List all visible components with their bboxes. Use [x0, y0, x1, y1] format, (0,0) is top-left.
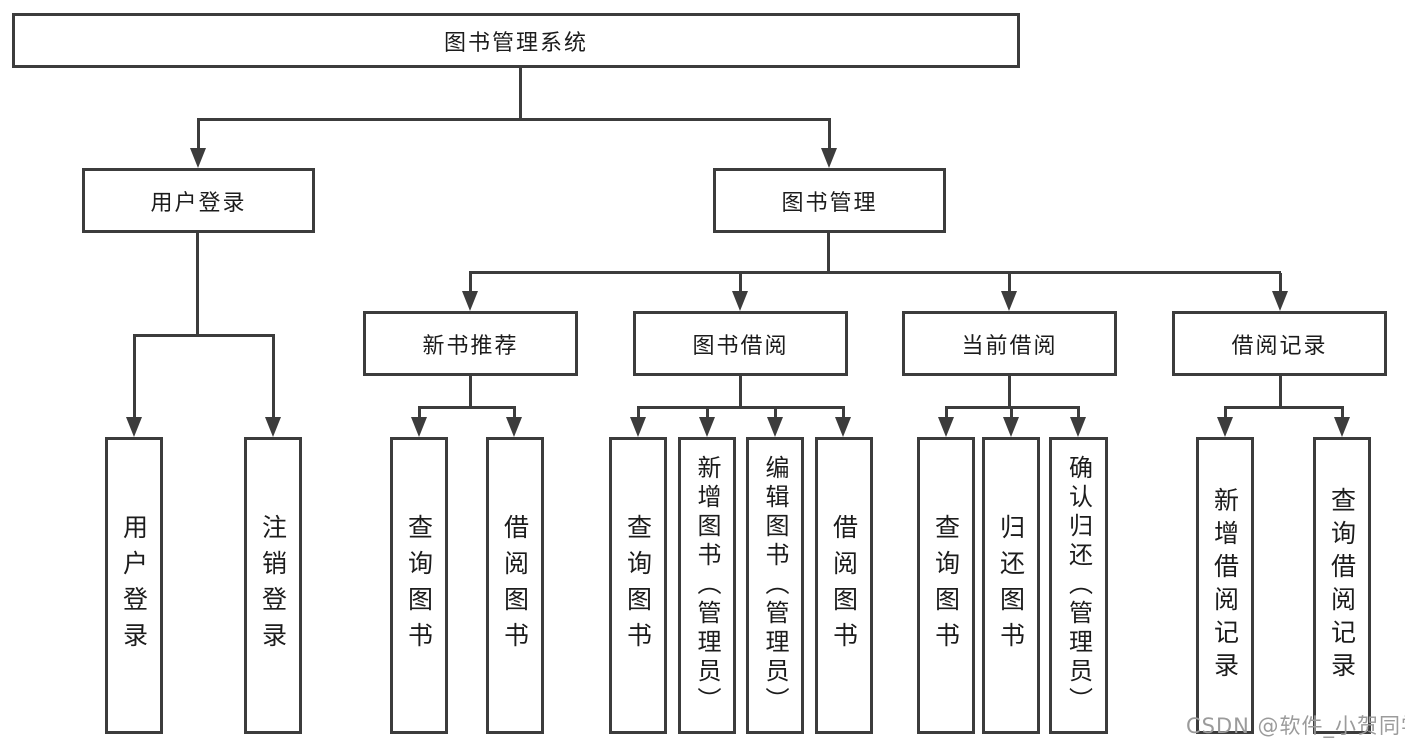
arrow-down-icon [1070, 417, 1086, 437]
connector-line [272, 337, 275, 417]
connector-line [197, 118, 831, 121]
node-book-borrow: 图书借阅 [633, 311, 848, 376]
node-label: 归还图书 [996, 513, 1026, 658]
connector-line [133, 337, 136, 417]
connector-line [1224, 406, 1344, 409]
arrow-down-icon [699, 417, 715, 437]
leaf-query-books-current: 查询图书 [917, 437, 975, 734]
node-label: 借阅图书 [829, 513, 859, 658]
node-user-login: 用户登录 [82, 168, 315, 233]
connector-line [1010, 409, 1013, 417]
node-label: 新增图书（管理员） [693, 455, 721, 716]
connector-line [469, 271, 1281, 274]
leaf-confirm-return-admin: 确认归还（管理员） [1049, 437, 1108, 734]
leaf-add-book-admin: 新增图书（管理员） [678, 437, 736, 734]
connector-line [1279, 376, 1282, 408]
arrow-down-icon [411, 417, 427, 437]
node-label: 注销登录 [258, 513, 288, 658]
arrow-down-icon [1001, 291, 1017, 311]
node-label: 查询图书 [931, 513, 961, 658]
leaf-user-login: 用户登录 [105, 437, 163, 734]
connector-line [519, 66, 522, 120]
connector-line [637, 409, 640, 417]
connector-line [1077, 409, 1080, 417]
node-label: 当前借阅 [961, 333, 1058, 359]
connector-line [945, 409, 948, 417]
arrow-down-icon [126, 417, 142, 437]
connector-line [469, 273, 472, 291]
arrow-down-icon [938, 417, 954, 437]
connector-line [418, 409, 421, 417]
node-borrow-records: 借阅记录 [1172, 311, 1387, 376]
connector-line [828, 120, 831, 150]
arrow-down-icon [190, 148, 206, 168]
arrow-down-icon [835, 417, 851, 437]
node-label: 编辑图书（管理员） [761, 455, 789, 716]
watermark: CSDN @软件_小贺同学 [1186, 714, 1405, 738]
leaf-logout: 注销登录 [244, 437, 302, 734]
leaf-add-borrow-record: 新增借阅记录 [1196, 437, 1254, 734]
leaf-borrow-books-recommend: 借阅图书 [486, 437, 544, 734]
node-label: 查询图书 [623, 513, 653, 658]
arrow-down-icon [265, 417, 281, 437]
connector-line [739, 273, 742, 291]
leaf-query-books-borrow: 查询图书 [609, 437, 667, 734]
connector-line [1008, 376, 1011, 408]
connector-line [637, 406, 845, 409]
arrow-down-icon [462, 291, 478, 311]
connector-line [706, 409, 709, 417]
arrow-down-icon [506, 417, 522, 437]
connector-line [1224, 409, 1227, 417]
node-label: 图书管理系统 [443, 30, 588, 56]
node-library-system: 图书管理系统 [12, 13, 1020, 68]
node-label: 查询借阅记录 [1327, 486, 1357, 685]
connector-line [827, 233, 830, 273]
arrow-down-icon [767, 417, 783, 437]
node-label: 借阅记录 [1231, 333, 1328, 359]
node-label: 新增借阅记录 [1210, 486, 1240, 685]
node-label: 图书借阅 [692, 333, 789, 359]
arrow-down-icon [821, 148, 837, 168]
connector-line [469, 376, 472, 408]
arrow-down-icon [732, 291, 748, 311]
node-label: 查询图书 [404, 513, 434, 658]
node-label: 新书推荐 [422, 333, 519, 359]
leaf-query-borrow-record: 查询借阅记录 [1313, 437, 1371, 734]
connector-line [197, 120, 200, 150]
leaf-borrow-books: 借阅图书 [815, 437, 873, 734]
leaf-edit-book-admin: 编辑图书（管理员） [746, 437, 804, 734]
node-label: 用户登录 [119, 513, 149, 658]
arrow-down-icon [630, 417, 646, 437]
arrow-down-icon [1217, 417, 1233, 437]
arrow-down-icon [1334, 417, 1350, 437]
arrow-down-icon [1272, 291, 1288, 311]
connector-line [1008, 273, 1011, 291]
node-new-book-recommend: 新书推荐 [363, 311, 578, 376]
arrow-down-icon [1003, 417, 1019, 437]
connector-line [513, 409, 516, 417]
leaf-query-books-recommend: 查询图书 [390, 437, 448, 734]
connector-line [739, 376, 742, 408]
node-label: 借阅图书 [500, 513, 530, 658]
node-label: 确认归还（管理员） [1064, 455, 1093, 716]
connector-line [196, 233, 199, 336]
connector-line [1279, 273, 1282, 291]
connector-line [774, 409, 777, 417]
node-label: 图书管理 [781, 190, 878, 216]
node-label: 用户登录 [150, 190, 247, 216]
connector-line [133, 334, 275, 337]
connector-line [418, 406, 516, 409]
node-book-management: 图书管理 [713, 168, 946, 233]
connector-line [945, 406, 1080, 409]
connector-line [842, 409, 845, 417]
leaf-return-book: 归还图书 [982, 437, 1040, 734]
node-current-borrow: 当前借阅 [902, 311, 1117, 376]
connector-line [1341, 409, 1344, 417]
